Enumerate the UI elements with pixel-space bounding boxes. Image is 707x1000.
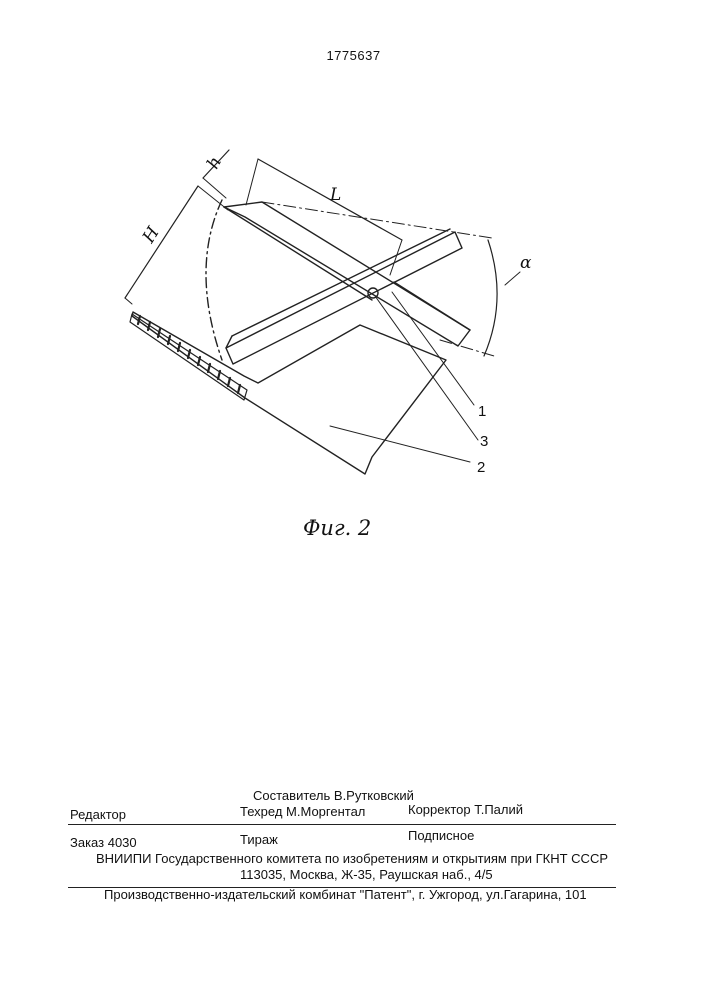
callout-1: 1 <box>478 403 486 420</box>
dim-label-L: L <box>329 185 341 205</box>
circulation: Тираж <box>240 832 278 847</box>
imprint-block: Составитель В.Рутковский Редактор Техред… <box>0 780 707 910</box>
vniipi-line: ВНИИПИ Государственного комитета по изоб… <box>96 851 608 866</box>
order-number: Заказ 4030 <box>70 835 137 850</box>
callout-2: 2 <box>477 459 485 476</box>
corrector: Корректор Т.Палий <box>408 802 523 817</box>
divider-top <box>68 824 616 825</box>
compiler: Составитель В.Рутковский <box>253 788 414 803</box>
editor-label: Редактор <box>70 807 126 822</box>
address-line: 113035, Москва, Ж-35, Раушская наб., 4/5 <box>240 867 493 882</box>
swing-arc-right <box>484 240 497 356</box>
figure-caption: Фиг. 2 <box>303 516 371 540</box>
technical-drawing: h H L α 1 3 2 <box>0 0 707 560</box>
swing-arc-left <box>206 200 222 360</box>
callout-3: 3 <box>480 433 488 450</box>
bar-cross <box>224 202 470 346</box>
dim-label-alpha: α <box>520 253 532 273</box>
publisher-line: Производственно-издательский комбинат "П… <box>104 887 587 902</box>
techred: Техред М.Моргентал <box>240 804 365 819</box>
subscription: Подписное <box>408 828 474 843</box>
